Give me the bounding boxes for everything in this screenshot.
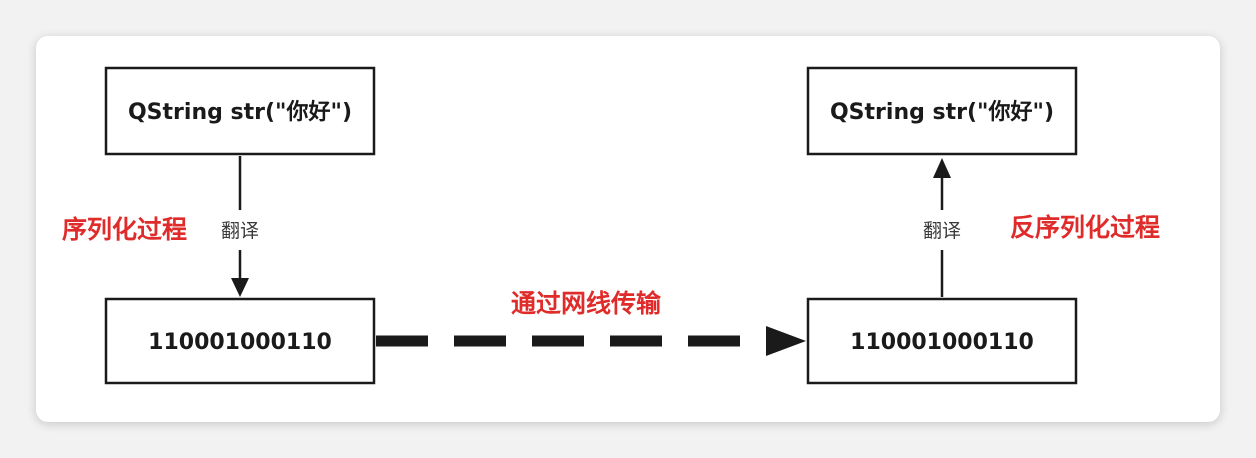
arrowhead-down-icon: [231, 278, 249, 297]
right-arrow-label: 翻译: [923, 220, 961, 242]
transmit-phase-label: 通过网线传输: [511, 289, 662, 318]
serialize-phase-label: 序列化过程: [62, 215, 187, 244]
deserialize-arrow: 翻译: [923, 158, 961, 297]
source-object-node: QString str("你好"): [104, 66, 376, 156]
target-object-label: QString str("你好"): [830, 99, 1054, 125]
serialize-arrow: 翻译: [221, 156, 259, 297]
target-binary-node: 110001000110: [806, 297, 1078, 385]
target-binary-label: 110001000110: [850, 330, 1034, 355]
deserialize-phase-label: 反序列化过程: [1010, 213, 1160, 242]
source-binary-label: 110001000110: [148, 330, 332, 355]
source-object-label: QString str("你好"): [128, 99, 352, 125]
target-object-node: QString str("你好"): [806, 66, 1078, 156]
left-arrow-label: 翻译: [221, 220, 259, 242]
transmit-arrow: [376, 326, 806, 356]
arrowhead-up-icon: [933, 158, 951, 178]
arrowhead-right-icon: [766, 326, 806, 356]
source-binary-node: 110001000110: [104, 297, 376, 385]
